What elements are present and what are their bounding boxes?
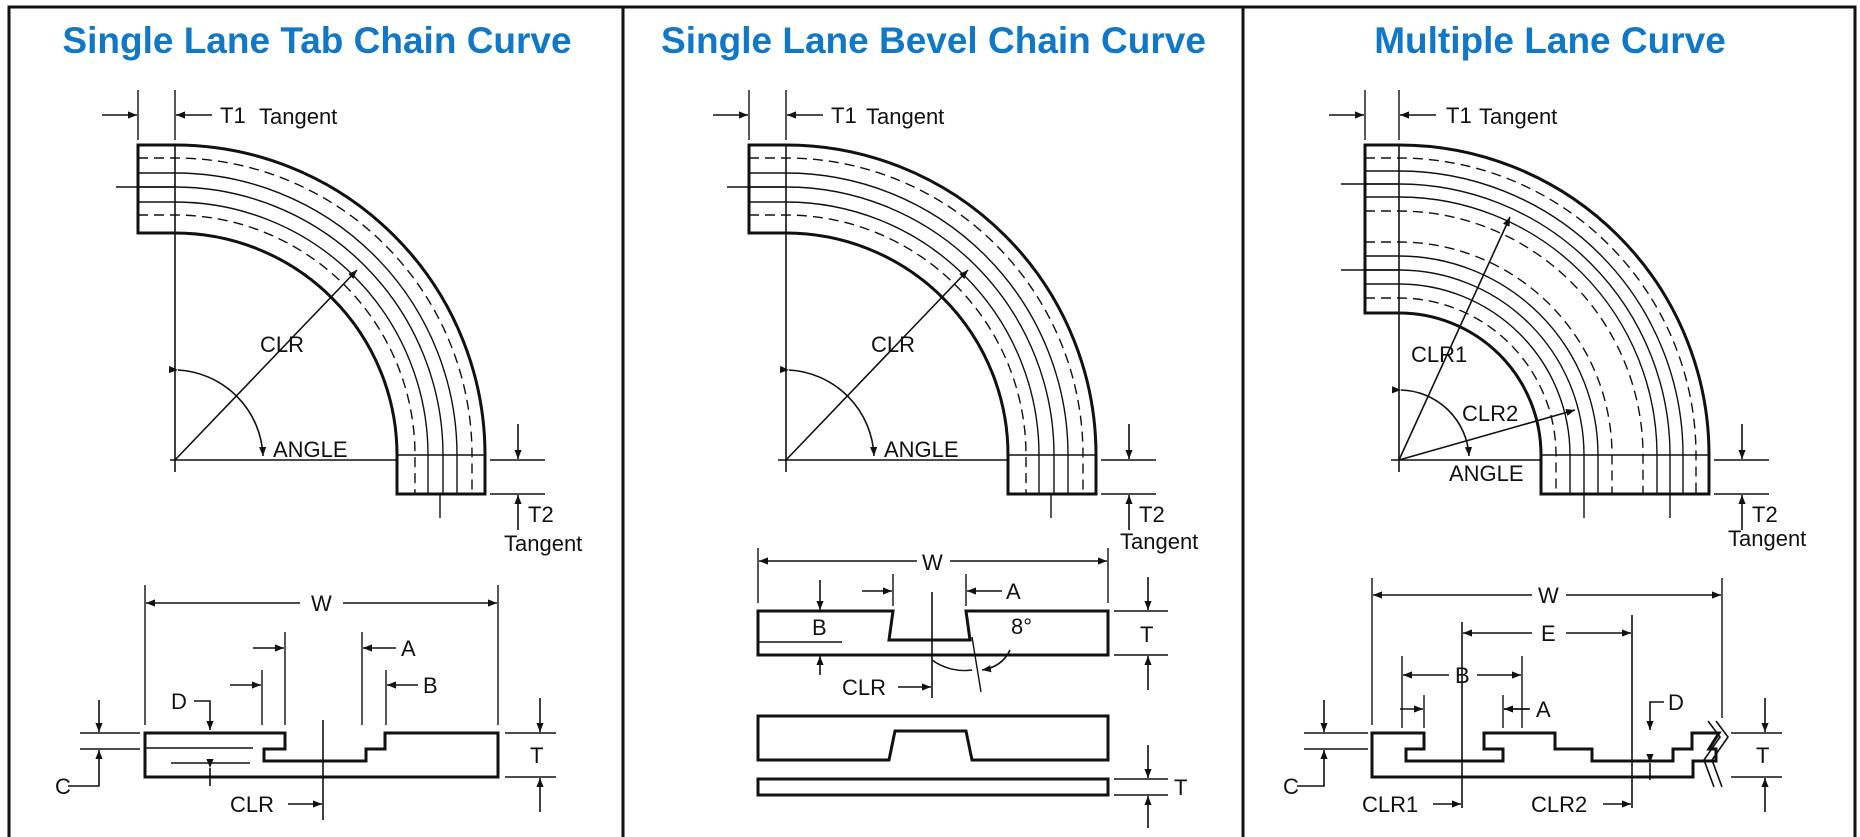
panel-1-t-label: T: [530, 743, 543, 768]
panel-1-tangent-bottom-label: Tangent: [504, 531, 582, 556]
panel-2-upper-section: [756, 609, 1110, 657]
panel-3-clr2-label: CLR2: [1462, 401, 1518, 426]
panel-3-t2-label: T2: [1752, 502, 1778, 527]
panel-2-t-lower-label: T: [1174, 775, 1187, 800]
panel-3-clr1-section-label: CLR1: [1362, 792, 1418, 817]
panel-2-t1-label: T1: [831, 103, 857, 128]
panel-3-c-label: C: [1283, 774, 1299, 799]
panel-2-lower-section: [756, 714, 1110, 762]
panel-3-clr1-label: CLR1: [1411, 342, 1467, 367]
panel-2-tangent-top-label: Tangent: [866, 104, 944, 129]
panel-1-w-label: W: [311, 591, 332, 616]
panel-3-section-labels: W E B A D C T CLR1 CLR2: [1283, 583, 1769, 817]
panel-1-dashed-tracks: [138, 157, 473, 494]
panel-1-t2-label: T2: [528, 502, 554, 527]
panel-3-angle-label: ANGLE: [1449, 461, 1524, 486]
panel-3-e-label: E: [1541, 621, 1556, 646]
panel-1-section-outline: [143, 731, 500, 779]
panel-3-w-label: W: [1538, 583, 1559, 608]
panel-2-a-label: A: [1006, 579, 1021, 604]
panel-2-t2-label: T2: [1139, 502, 1165, 527]
panel-3-t-label: T: [1756, 743, 1769, 768]
panel-3-b-label: B: [1455, 663, 1470, 688]
panel-1-c-label: C: [55, 774, 71, 799]
panel-2-tangent-bottom-label: Tangent: [1120, 529, 1198, 554]
panel-3-section-outline: [1370, 731, 1722, 779]
panel-2-b-label: B: [812, 615, 827, 640]
panel-3-cross-section: [1297, 578, 1782, 812]
panel-1-section-labels: W A B D C T CLR: [55, 591, 543, 817]
panel-2-t-upper-label: T: [1140, 622, 1153, 647]
panel-1-angle-label: ANGLE: [273, 437, 348, 462]
panel-2-title: Single Lane Bevel Chain Curve: [661, 20, 1206, 61]
panel-2-section-labels: W A B 8° T CLR T: [812, 550, 1187, 800]
panel-3-clr2-section-label: CLR2: [1531, 792, 1587, 817]
panel-1-cross-section: [68, 585, 556, 820]
panel-frame: [7, 5, 1857, 837]
panel-3-title: Multiple Lane Curve: [1374, 20, 1726, 61]
panel-2-angle-label: ANGLE: [884, 437, 959, 462]
panel-3-curve-labels: T1 Tangent CLR1 CLR2 ANGLE T2 Tangent: [1411, 103, 1806, 551]
panel-1-t1-label: T1: [220, 103, 246, 128]
panel-3-tangent-top-label: Tangent: [1479, 104, 1557, 129]
panel-1-d-label: D: [171, 689, 187, 714]
panel-3-a-label: A: [1536, 697, 1551, 722]
panel-2-clr-label: CLR: [871, 332, 915, 357]
panel-1-title: Single Lane Tab Chain Curve: [62, 20, 572, 61]
panel-2-eight-deg-label: 8°: [1011, 614, 1032, 639]
panel-1-clr-label: CLR: [260, 332, 304, 357]
panel-2-curve-labels: T1 Tangent CLR ANGLE T2 Tangent: [831, 103, 1198, 554]
outer-frame: [7, 5, 1857, 837]
panel-2-cross-section: [756, 548, 1168, 828]
panel-1-curve-labels: T1 Tangent CLR ANGLE T2 Tangent: [220, 103, 582, 556]
panel-1-a-label: A: [401, 636, 416, 661]
panel-3-d-label: D: [1668, 690, 1684, 715]
panel-2-curve-view: [713, 90, 1156, 530]
panel-3-curve-view: [1329, 90, 1769, 530]
panel-2-clr-section-label: CLR: [842, 675, 886, 700]
panel-1-tangent-top-label: Tangent: [259, 104, 337, 129]
panel-1-b-label: B: [423, 673, 438, 698]
panel-3-curve-body: [1363, 143, 1711, 496]
panel-1-clr-section-label: CLR: [230, 792, 274, 817]
panel-1-curve-view: [102, 90, 545, 530]
panel-2-w-label: W: [922, 550, 943, 575]
panel-3-tangent-bottom-label: Tangent: [1728, 526, 1806, 551]
panel-3-t1-label: T1: [1446, 103, 1472, 128]
panel-2-base-strip: [756, 777, 1110, 797]
